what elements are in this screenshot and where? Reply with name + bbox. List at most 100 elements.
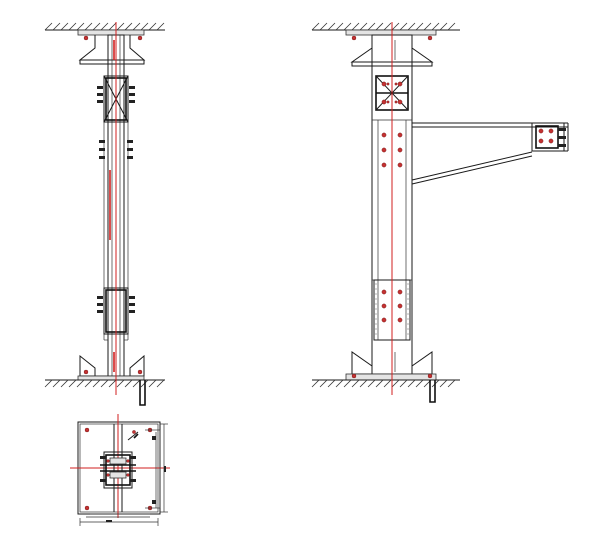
dimension-lines bbox=[79, 423, 168, 526]
bolt bbox=[397, 132, 403, 138]
nut bbox=[99, 148, 105, 151]
nut bbox=[97, 93, 103, 96]
hatch-line bbox=[327, 379, 336, 388]
bolt bbox=[381, 162, 387, 168]
hatch-line bbox=[439, 22, 448, 31]
bolt bbox=[381, 99, 387, 105]
hatch-line bbox=[124, 22, 133, 31]
hatch-line bbox=[68, 22, 77, 31]
hatch-line bbox=[407, 379, 416, 388]
dot bbox=[407, 328, 409, 330]
hatch-line bbox=[108, 379, 117, 388]
hatch-line bbox=[319, 379, 328, 388]
nut bbox=[129, 86, 135, 89]
dot bbox=[407, 313, 409, 315]
side-elevation bbox=[44, 22, 165, 406]
hatch-line bbox=[108, 22, 117, 31]
hatch-line bbox=[439, 379, 448, 388]
bolt bbox=[427, 35, 433, 41]
hatch-line bbox=[311, 22, 320, 31]
hatch-line bbox=[68, 379, 77, 388]
hatch-line bbox=[76, 22, 85, 31]
bolt bbox=[386, 100, 390, 104]
bolt bbox=[381, 303, 387, 309]
bolt bbox=[397, 162, 403, 168]
hatch-line bbox=[415, 379, 424, 388]
bolt bbox=[381, 289, 387, 295]
hatch-line bbox=[116, 22, 125, 31]
bolt bbox=[548, 138, 554, 144]
nut bbox=[97, 86, 103, 89]
side-top-ceiling bbox=[44, 22, 165, 65]
anchor-bolt bbox=[429, 380, 436, 403]
hatch-line bbox=[116, 379, 125, 388]
dot bbox=[407, 288, 409, 290]
hatch-line bbox=[375, 379, 384, 388]
hatch-line bbox=[351, 22, 360, 31]
hatch-line bbox=[391, 22, 400, 31]
nut bbox=[97, 303, 103, 306]
hatch-line bbox=[44, 379, 53, 388]
hatch-line bbox=[92, 379, 101, 388]
dot bbox=[375, 323, 377, 325]
dot bbox=[375, 298, 377, 300]
bolt bbox=[538, 128, 544, 134]
bolt bbox=[538, 138, 544, 144]
bolt bbox=[137, 35, 143, 41]
dot bbox=[407, 293, 409, 295]
nut bbox=[129, 303, 135, 306]
hatch-line bbox=[447, 379, 456, 388]
dot bbox=[375, 288, 377, 290]
hatch-line bbox=[359, 22, 368, 31]
dot bbox=[375, 308, 377, 310]
hatch-line bbox=[423, 22, 432, 31]
front-elevation bbox=[311, 22, 569, 403]
bolt bbox=[397, 81, 403, 87]
hatch-line bbox=[367, 379, 376, 388]
nut bbox=[127, 156, 133, 159]
hatch-line bbox=[391, 379, 400, 388]
hatch-line bbox=[148, 379, 157, 388]
dot bbox=[375, 318, 377, 320]
dot bbox=[375, 283, 377, 285]
bolt bbox=[397, 303, 403, 309]
nut bbox=[129, 93, 135, 96]
hatch-line bbox=[431, 22, 440, 31]
hatch-line bbox=[148, 22, 157, 31]
bolt bbox=[386, 82, 390, 86]
dot bbox=[407, 333, 409, 335]
bolt bbox=[137, 369, 143, 375]
dot bbox=[407, 318, 409, 320]
dot bbox=[375, 293, 377, 295]
hatch-line bbox=[343, 379, 352, 388]
hatch-line bbox=[335, 379, 344, 388]
hatch-line bbox=[84, 22, 93, 31]
dot bbox=[375, 313, 377, 315]
hatch-line bbox=[367, 22, 376, 31]
bolt bbox=[83, 35, 89, 41]
hatch-line bbox=[132, 22, 141, 31]
bolt bbox=[84, 427, 90, 433]
hatch-line bbox=[335, 22, 344, 31]
hatch-line bbox=[399, 379, 408, 388]
hatch-line bbox=[140, 22, 149, 31]
bolt bbox=[397, 289, 403, 295]
dot bbox=[375, 328, 377, 330]
bolt bbox=[351, 35, 357, 41]
hatch-line bbox=[44, 22, 53, 31]
hatch-line bbox=[399, 22, 408, 31]
nut bbox=[99, 140, 105, 143]
hatch-line bbox=[407, 22, 416, 31]
bolt bbox=[397, 99, 403, 105]
hatch-line bbox=[132, 379, 141, 388]
hatch-line bbox=[156, 379, 165, 388]
bolt bbox=[381, 317, 387, 323]
hatch-line bbox=[359, 379, 368, 388]
hatch-line bbox=[319, 22, 328, 31]
anchor-bolt bbox=[139, 380, 146, 406]
nut bbox=[97, 310, 103, 313]
hatch-line bbox=[311, 379, 320, 388]
dot bbox=[375, 303, 377, 305]
nut bbox=[99, 156, 105, 159]
